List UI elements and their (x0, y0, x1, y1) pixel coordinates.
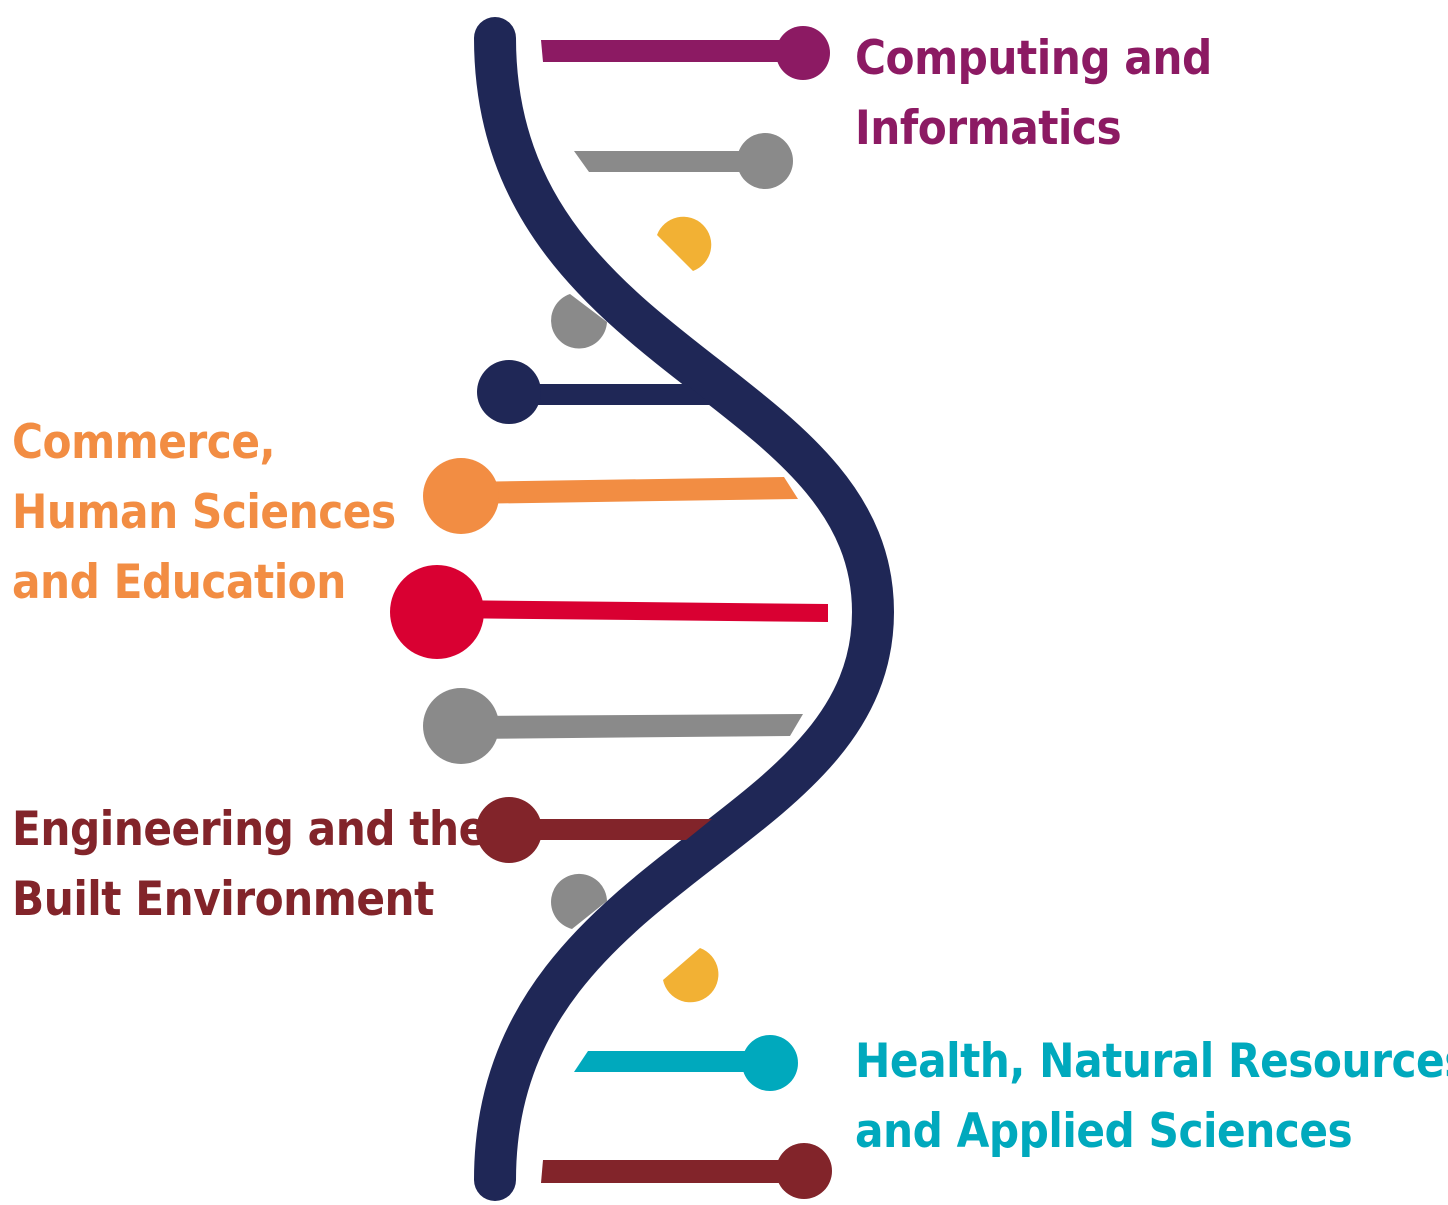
rung-navy-5 (477, 360, 712, 424)
rung-gold-3 (657, 216, 712, 271)
label-engineering-line-2: Built Environment (12, 872, 434, 927)
label-commerce-line-1: Commerce, (12, 415, 276, 470)
label-commerce-line-3: and Education (12, 555, 346, 610)
label-engineering-built-environment: Engineering and the Built Environment (12, 795, 487, 935)
label-engineering-line-1: Engineering and the (12, 802, 487, 857)
label-health-line-2: and Applied Sciences (855, 1104, 1353, 1159)
label-commerce-line-2: Human Sciences (12, 485, 396, 540)
label-health-natural-resources-applied-sciences: Health, Natural Resources and Applied Sc… (855, 1027, 1448, 1167)
rung-grey-8 (423, 688, 803, 764)
label-health-line-1: Health, Natural Resources (855, 1034, 1448, 1089)
rung-red-7 (390, 565, 828, 659)
rung-gold-11 (663, 948, 719, 1003)
label-computing-line-2: Informatics (855, 101, 1122, 156)
label-commerce-human-sciences-education: Commerce, Human Sciences and Education (12, 408, 396, 618)
rung-maroon-bottom (541, 1143, 832, 1199)
rung-orange-6 (423, 458, 798, 534)
rung-purple-top (541, 26, 830, 80)
rung-grey-4 (551, 294, 607, 349)
label-computing-and-informatics: Computing and Informatics (855, 24, 1212, 164)
rung-grey-2 (574, 133, 793, 189)
rung-maroon-9 (476, 797, 712, 863)
rung-teal-12 (574, 1035, 798, 1091)
rung-grey-10 (551, 873, 607, 929)
dna-backbone-strand (474, 17, 895, 1201)
label-computing-line-1: Computing and (855, 31, 1212, 86)
